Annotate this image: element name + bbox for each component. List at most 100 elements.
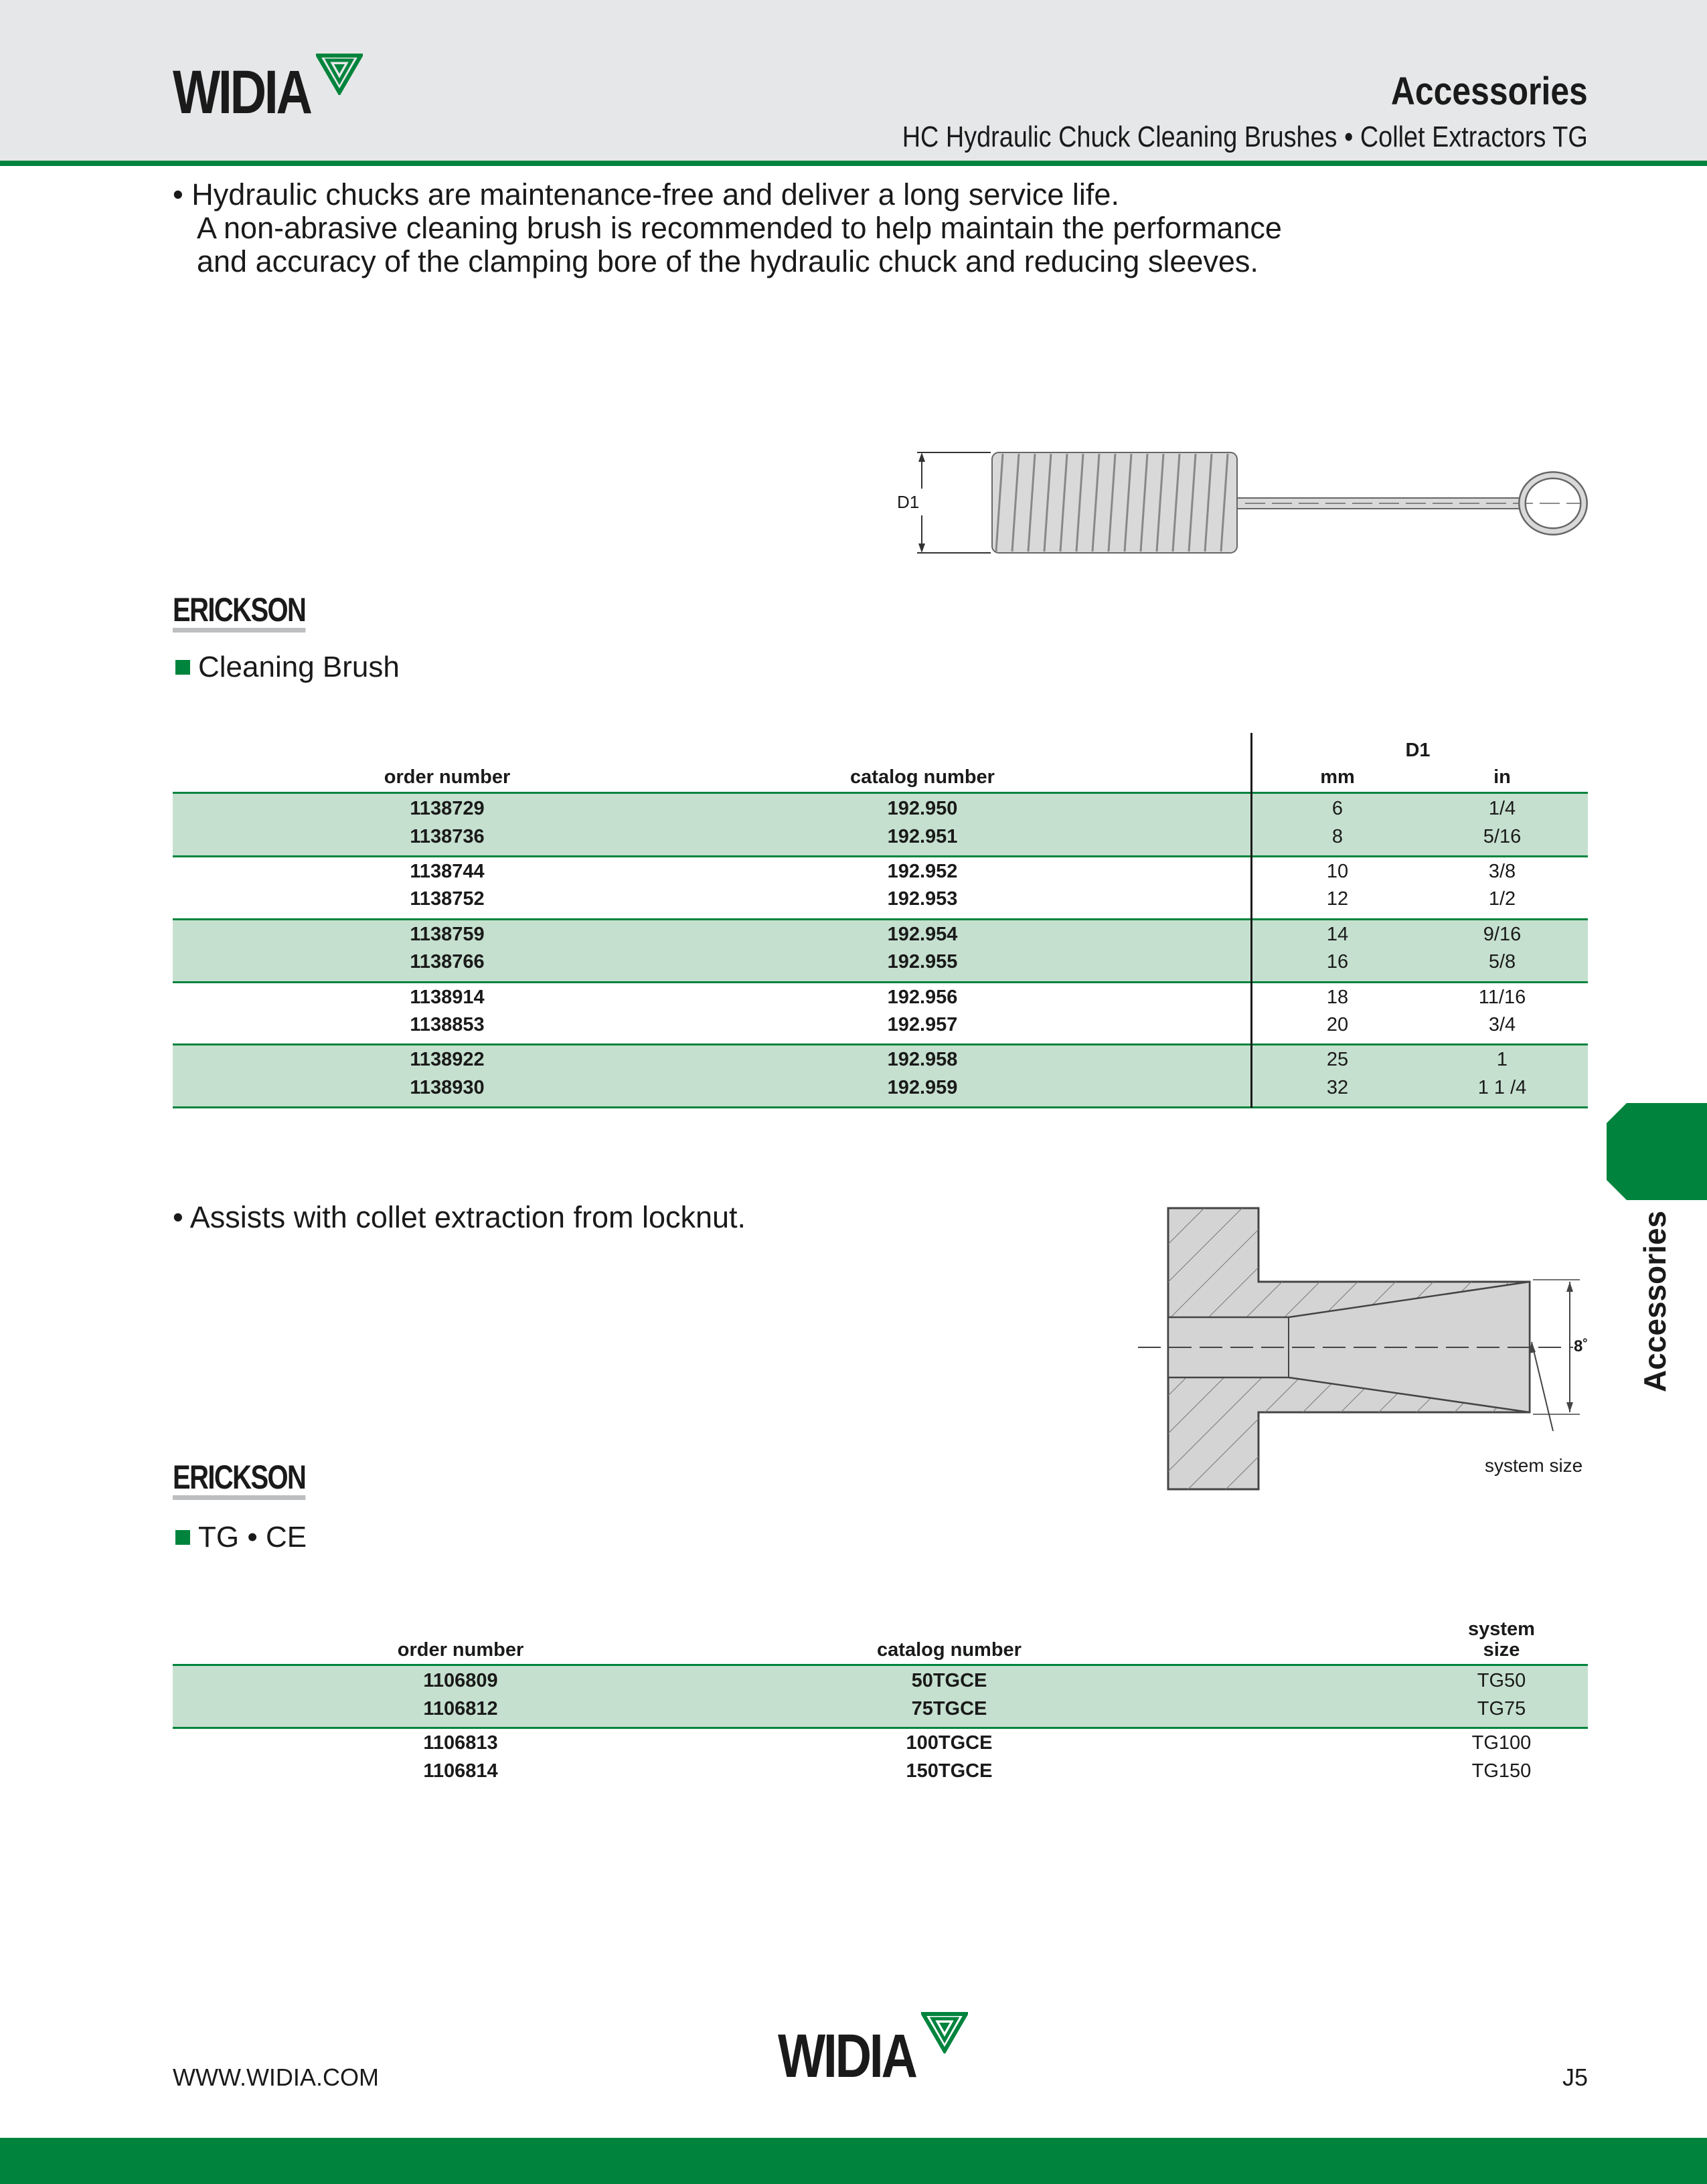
mm-cell: 10	[1326, 861, 1349, 882]
table-rule	[173, 1106, 1588, 1108]
system-size-cell: TG100	[1471, 1732, 1532, 1754]
mm-cell: 12	[1326, 888, 1349, 910]
col-header-catalog: catalog number	[850, 766, 995, 788]
table-rule	[173, 855, 1588, 857]
in-cell: 3/4	[1488, 1014, 1516, 1035]
col-header-mm: mm	[1320, 766, 1355, 788]
catalog-number-cell: 192.950	[887, 798, 958, 819]
order-number-cell: 1138744	[410, 861, 485, 882]
order-number-cell: 1106812	[423, 1698, 498, 1719]
table-rule	[173, 1043, 1588, 1045]
section-title-text: TG • CE	[198, 1521, 307, 1553]
catalog-number-cell: 192.953	[887, 888, 958, 910]
section-title: TG • CE	[175, 1521, 307, 1554]
order-number-cell: 1138922	[410, 1049, 485, 1070]
order-number-cell: 1106813	[423, 1732, 498, 1754]
intro-line: A non-abrasive cleaning brush is recomme…	[197, 211, 1282, 245]
header-rule	[0, 161, 1707, 166]
widia-wordmark: WIDIA	[778, 2022, 918, 2090]
catalog-number-cell: 50TGCE	[911, 1670, 987, 1691]
mm-cell: 32	[1326, 1077, 1349, 1098]
catalog-number-cell: 192.954	[887, 924, 958, 945]
in-cell: 1 1 /4	[1477, 1077, 1527, 1098]
widia-triangle-icon	[921, 2012, 968, 2053]
table-row-group	[173, 920, 1588, 983]
in-cell: 1/4	[1488, 798, 1516, 819]
table-row-group	[173, 1666, 1588, 1728]
intro-line: • Hydraulic chucks are maintenance-free …	[173, 177, 1119, 212]
table-rule	[173, 981, 1588, 983]
catalog-number-cell: 192.959	[887, 1077, 958, 1098]
d1-dimension-label: D1	[897, 492, 920, 512]
in-cell: 5/8	[1488, 951, 1516, 973]
in-cell: 1/2	[1488, 888, 1516, 910]
catalog-number-cell: 192.956	[887, 987, 958, 1008]
in-cell: 5/16	[1483, 826, 1522, 847]
extractor-bullet: • Assists with collet extraction from lo…	[173, 1200, 746, 1234]
table-row-group	[173, 794, 1588, 856]
mm-cell: 14	[1326, 924, 1349, 945]
system-size-cell: TG150	[1471, 1760, 1532, 1782]
table-rule	[173, 918, 1588, 920]
column-divider	[1250, 733, 1252, 1108]
widia-triangle-icon	[316, 54, 363, 95]
mm-cell: 18	[1326, 987, 1349, 1008]
table-rule	[173, 1664, 1588, 1666]
order-number-cell: 1138766	[410, 951, 485, 973]
erickson-logo: ERICKSON	[173, 593, 307, 633]
page-number: J5	[1562, 2064, 1588, 2091]
in-cell: 3/8	[1488, 861, 1516, 882]
intro-paragraph: • Hydraulic chucks are maintenance-free …	[173, 178, 1282, 278]
page-title: Accessories	[1391, 70, 1588, 113]
mm-cell: 25	[1326, 1049, 1349, 1070]
mm-cell: 8	[1331, 826, 1344, 847]
col-header-order: order number	[384, 766, 511, 788]
section-title: Cleaning Brush	[175, 651, 400, 684]
erickson-logo: ERICKSON	[173, 1460, 307, 1500]
system-size-cell: TG75	[1477, 1698, 1526, 1719]
widia-wordmark: WIDIA	[173, 58, 313, 127]
green-square-icon	[175, 1530, 190, 1545]
footer-url[interactable]: WWW.WIDIA.COM	[173, 2064, 379, 2091]
catalog-number-cell: 192.957	[887, 1014, 958, 1035]
col-header-in: in	[1493, 766, 1511, 788]
col-header-catalog: catalog number	[877, 1639, 1022, 1661]
page-subtitle: HC Hydraulic Chuck Cleaning Brushes • Co…	[902, 120, 1588, 153]
collet-extractor-table: system size order number catalog number …	[173, 1614, 1588, 1788]
catalog-number-cell: 192.958	[887, 1049, 958, 1070]
in-cell: 9/16	[1483, 924, 1522, 945]
order-number-cell: 1138914	[410, 987, 485, 1008]
catalog-number-cell: 100TGCE	[906, 1732, 993, 1754]
green-square-icon	[175, 660, 190, 675]
order-number-cell: 1138930	[410, 1077, 485, 1098]
in-cell: 11/16	[1478, 987, 1526, 1008]
catalog-number-cell: 192.955	[887, 951, 958, 973]
order-number-cell: 1138759	[410, 924, 485, 945]
order-number-cell: 1138752	[410, 888, 485, 910]
collet-extractor-drawing	[1138, 1207, 1580, 1491]
col-header-order: order number	[397, 1639, 524, 1661]
cleaning-brush-table: D1 order number catalog number mm in 113…	[173, 733, 1588, 1108]
system-size-cell: TG50	[1477, 1670, 1526, 1691]
order-number-cell: 1138853	[410, 1014, 485, 1035]
footer-rule	[0, 2138, 1707, 2184]
order-number-cell: 1106814	[423, 1760, 498, 1782]
mm-cell: 16	[1326, 951, 1349, 973]
cleaning-brush-drawing	[917, 452, 1588, 554]
catalog-number-cell: 192.951	[887, 826, 958, 847]
catalog-number-cell: 150TGCE	[906, 1760, 993, 1782]
table-row-group	[173, 1045, 1588, 1108]
order-number-cell: 1106809	[423, 1670, 498, 1691]
side-tab-label: Accessories	[1637, 1210, 1672, 1392]
table-rule	[173, 792, 1588, 794]
catalog-number-cell: 192.952	[887, 861, 958, 882]
table-rule	[173, 1727, 1588, 1729]
in-cell: 1	[1496, 1049, 1508, 1070]
order-number-cell: 1138729	[410, 798, 485, 819]
mm-cell: 20	[1326, 1014, 1349, 1035]
angle-label: 8˚	[1574, 1337, 1589, 1355]
section-title-text: Cleaning Brush	[198, 651, 400, 683]
intro-line: and accuracy of the clamping bore of the…	[197, 244, 1258, 278]
col-header-d1: D1	[1405, 740, 1431, 761]
page-header	[0, 0, 1707, 161]
